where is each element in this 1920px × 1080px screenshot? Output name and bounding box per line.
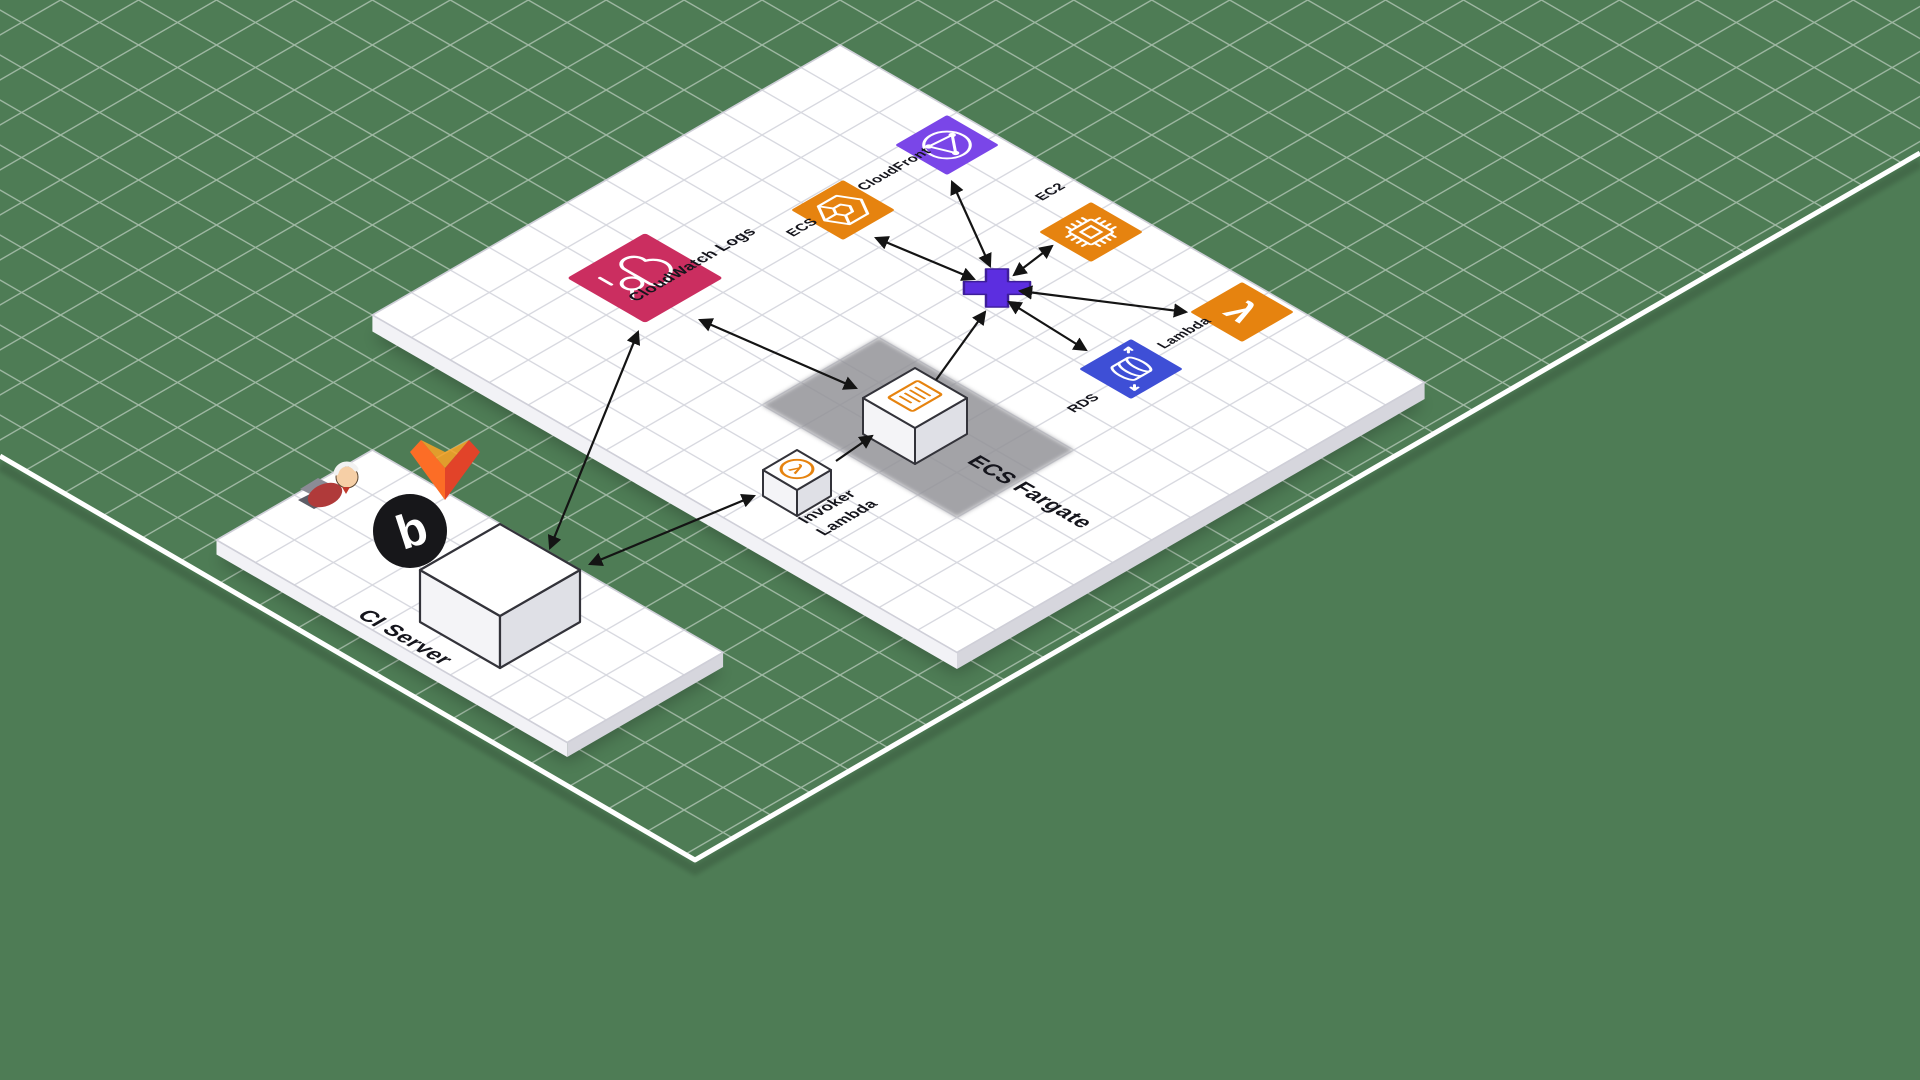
arrow-hub-cloudfront [950, 180, 992, 268]
cloud-icon [598, 255, 673, 300]
arrow-invoker-fargate [835, 434, 874, 462]
base-platform-edge [0, 150, 1920, 863]
ecs-node[interactable] [791, 180, 895, 240]
cloudwatch-logs-icon [568, 233, 722, 323]
task-definition-icon [887, 380, 943, 412]
ec2-icon [1040, 202, 1142, 262]
connection-arrows [547, 180, 1189, 566]
gitlab-left-wing [410, 440, 445, 500]
arrow-fargate-hub [935, 310, 987, 381]
jenkins-bowtie [342, 487, 350, 494]
invoker-lambda-icon: λ [779, 458, 815, 480]
ecs-icon [792, 180, 894, 240]
arrow-hub-rds [1007, 300, 1088, 352]
laptop-screen [300, 478, 332, 496]
ci-platform-side-left [216, 540, 568, 757]
main-platform-grid [370, 44, 1427, 654]
rds-icon [1080, 339, 1182, 399]
gitlab-logo[interactable] [410, 440, 480, 500]
database-icon [1110, 346, 1153, 391]
hub-node[interactable] [962, 268, 1032, 308]
globe-icon [922, 130, 972, 160]
gitlab-top [421, 440, 469, 468]
hexagon-icon [816, 194, 870, 226]
invoker-lambda-cube[interactable]: λ [762, 449, 832, 517]
arrow-hub-ecs [874, 236, 976, 281]
gitlab-right-wing [445, 440, 480, 500]
fargate-task-cube[interactable] [862, 367, 968, 465]
cloudwatch-logs-node[interactable] [567, 233, 723, 323]
ci-server-cube[interactable] [418, 522, 582, 670]
arrow-hub-lambda [1017, 285, 1189, 318]
jenkins-logo[interactable] [298, 461, 359, 512]
cloudfront-icon [896, 115, 998, 175]
cloudfront-node[interactable] [895, 115, 999, 175]
jenkins-hair [333, 461, 359, 476]
jenkins-body [307, 482, 343, 508]
ci-platform-side-right [567, 652, 724, 757]
hub-cross-icon [962, 268, 1032, 308]
arrow-fargate-cloudwatch [698, 318, 858, 390]
lambda-node[interactable]: λ [1190, 282, 1294, 342]
buddy-logo[interactable]: b [373, 494, 447, 568]
rds-node[interactable] [1079, 339, 1183, 399]
main-platform-side-left [372, 315, 957, 669]
buddy-circle [373, 494, 447, 568]
base-platform-edge-shadow [0, 158, 1920, 876]
ec2-node[interactable] [1039, 202, 1143, 262]
lambda-icon [1191, 282, 1293, 342]
chip-icon [1065, 217, 1117, 247]
arrow-hub-ec2 [1012, 244, 1054, 277]
main-platform-side-right [957, 382, 1425, 669]
cube-top-face [418, 522, 582, 618]
arrow-cloudwatch-ci [547, 330, 641, 550]
arrow-ci-invoker [588, 494, 756, 566]
